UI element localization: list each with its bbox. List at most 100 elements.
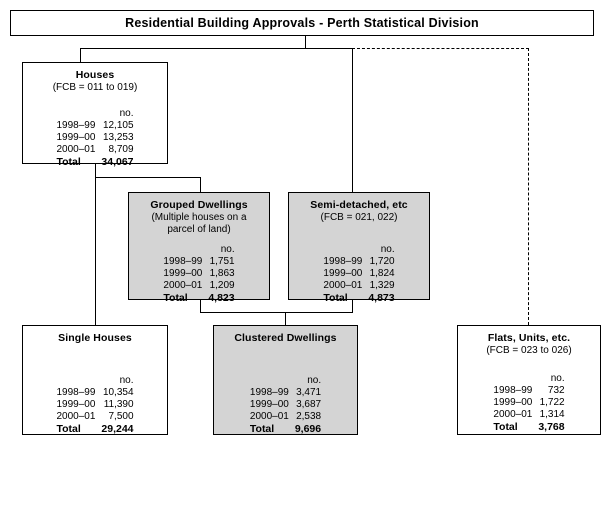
- node-single-houses-stats: no. 1998–99 10,354 1999–00 11,390 2000–0…: [56, 375, 133, 435]
- node-semi-detached[interactable]: Semi-detached, etc (FCB = 021, 022) no. …: [288, 192, 430, 304]
- stats-unit-label: no.: [307, 375, 322, 386]
- connector-main-bus-left: [80, 48, 306, 49]
- stats-year: 1998–99: [163, 256, 203, 267]
- node-grouped-dwellings-stats: no. 1998–99 1,751 1999–00 1,863 2000–01 …: [163, 244, 234, 304]
- node-grouped-dwellings-subtitle-line2: parcel of land): [167, 224, 231, 235]
- stats-total-row: Total 29,244: [56, 423, 133, 435]
- stats-row: 1999–00 13,253: [56, 132, 133, 144]
- node-grouped-dwellings[interactable]: Grouped Dwellings (Multiple houses on a …: [128, 192, 270, 304]
- connector-main-bus-center: [305, 48, 353, 49]
- stats-year: 2000–01: [249, 411, 289, 422]
- stats-total-value: 3,768: [538, 421, 565, 433]
- stats-total-label: Total: [249, 423, 275, 435]
- stats-year: 1998–99: [493, 385, 533, 396]
- stats-year: 1998–99: [56, 120, 96, 131]
- stats-value: 2,538: [296, 411, 322, 422]
- stats-unit-row: no.: [323, 244, 395, 256]
- node-semi-detached-stats: no. 1998–99 1,720 1999–00 1,824 2000–01 …: [323, 244, 394, 304]
- stats-row: 1998–99 10,354: [56, 387, 133, 399]
- stats-unit-label: no.: [119, 108, 134, 119]
- stats-row: 2000–01 1,329: [323, 280, 394, 292]
- stats-total-value: 34,067: [101, 156, 134, 168]
- node-semi-detached-title: Semi-detached, etc: [310, 199, 408, 211]
- stats-value: 1,329: [369, 280, 395, 291]
- stats-total-label: Total: [323, 292, 348, 304]
- stats-year: 1999–00: [249, 399, 289, 410]
- node-clustered-dwellings-title: Clustered Dwellings: [234, 332, 337, 344]
- stats-year: 1998–99: [56, 387, 96, 398]
- node-single-houses[interactable]: Single Houses no. 1998–99 10,354 1999–00…: [22, 325, 168, 435]
- stats-row: 1998–99 732: [493, 385, 564, 397]
- stats-unit-label: no.: [380, 244, 395, 255]
- stats-total-row: Total 3,768: [493, 421, 564, 433]
- stats-unit-row: no.: [56, 375, 134, 387]
- node-grouped-dwellings-subtitle-line1: (Multiple houses on a: [151, 212, 247, 223]
- stats-value: 11,390: [103, 399, 134, 410]
- stats-unit-row: no.: [163, 244, 235, 256]
- connector-main-bus-dashed: [352, 48, 529, 49]
- connector-to-semi-detached: [352, 48, 353, 192]
- node-houses[interactable]: Houses (FCB = 011 to 019) no. 1998–99 12…: [22, 62, 168, 168]
- stats-value: 8,709: [108, 144, 134, 155]
- stats-total-value: 4,823: [208, 292, 235, 304]
- stats-unit-label: no.: [220, 244, 235, 255]
- stats-total-row: Total 34,067: [56, 156, 133, 168]
- connector-title-trunk: [305, 36, 306, 48]
- stats-unit-row: no.: [56, 108, 134, 120]
- stats-total-row: Total 9,696: [250, 423, 321, 435]
- stats-row: 1999–00 1,722: [493, 397, 564, 409]
- stats-unit-row: no.: [493, 373, 565, 385]
- stats-value: 732: [547, 385, 565, 396]
- connector-houses-stem: [95, 164, 96, 325]
- stats-value: 3,687: [296, 399, 322, 410]
- stats-unit-row: no.: [250, 375, 321, 387]
- stats-value: 1,824: [369, 268, 395, 279]
- stats-year: 1998–99: [323, 256, 363, 267]
- connector-grouped-down: [200, 300, 201, 312]
- stats-value: 1,314: [539, 409, 565, 420]
- stats-year: 1998–99: [249, 387, 289, 398]
- connector-to-flats: [528, 48, 529, 325]
- stats-row: 1998–99 1,720: [323, 256, 394, 268]
- stats-value: 1,209: [209, 280, 235, 291]
- stats-year: 1999–00: [493, 397, 533, 408]
- connector-semi-down: [352, 300, 353, 312]
- page-title: Residential Building Approvals - Perth S…: [125, 16, 479, 30]
- stats-value: 7,500: [108, 411, 134, 422]
- connector-merge-bus: [200, 312, 353, 313]
- stats-row: 1999–00 11,390: [56, 399, 133, 411]
- node-semi-detached-subtitle: (FCB = 021, 022): [320, 212, 398, 223]
- stats-row: 2000–01 2,538: [250, 411, 321, 423]
- stats-row: 1998–99 1,751: [163, 256, 234, 268]
- stats-value: 1,722: [539, 397, 565, 408]
- stats-row: 2000–01 7,500: [56, 411, 133, 423]
- stats-value: 1,720: [369, 256, 395, 267]
- stats-value: 1,751: [209, 256, 235, 267]
- node-houses-subtitle: (FCB = 011 to 019): [52, 82, 138, 93]
- stats-value: 3,471: [296, 387, 322, 398]
- connector-to-houses: [80, 48, 81, 62]
- node-houses-title: Houses: [75, 69, 115, 81]
- node-houses-stats: no. 1998–99 12,105 1999–00 13,253 2000–0…: [56, 108, 133, 168]
- stats-year: 2000–01: [493, 409, 533, 420]
- stats-total-value: 9,696: [294, 423, 322, 435]
- stats-row: 2000–01 1,209: [163, 280, 234, 292]
- node-flats-units[interactable]: Flats, Units, etc. (FCB = 023 to 026) no…: [457, 325, 601, 435]
- stats-row: 2000–01 8,709: [56, 144, 133, 156]
- stats-total-label: Total: [56, 423, 81, 435]
- stats-unit-label: no.: [119, 375, 134, 386]
- node-flats-units-stats: no. 1998–99 732 1999–00 1,722 2000–01 1,…: [493, 373, 564, 433]
- stats-unit-label: no.: [550, 373, 565, 384]
- stats-year: 1999–00: [56, 132, 96, 143]
- connector-to-clustered-dwellings: [285, 312, 286, 325]
- node-flats-units-title: Flats, Units, etc.: [487, 332, 571, 344]
- node-clustered-dwellings-stats: no. 1998–99 3,471 1999–00 3,687 2000–01 …: [250, 375, 321, 435]
- stats-value: 13,253: [102, 132, 134, 143]
- stats-total-label: Total: [163, 292, 188, 304]
- stats-year: 1999–00: [163, 268, 203, 279]
- connector-to-grouped-dwellings: [200, 177, 201, 192]
- node-clustered-dwellings[interactable]: Clustered Dwellings no. 1998–99 3,471 19…: [213, 325, 358, 435]
- stats-value: 1,863: [209, 268, 235, 279]
- stats-total-row: Total 4,873: [323, 292, 394, 304]
